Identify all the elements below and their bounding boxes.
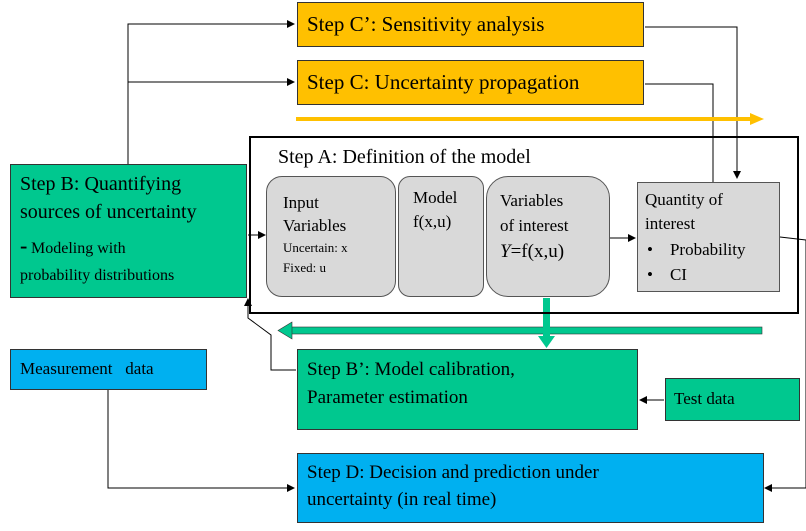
input-uncertain: Uncertain: x bbox=[283, 240, 348, 255]
step-d-line1: Step D: Decision and prediction under bbox=[307, 462, 599, 483]
variables-line2: of interest bbox=[500, 216, 569, 235]
connector-measurement-to-d bbox=[107, 390, 295, 492]
step-b-dash: - bbox=[20, 233, 28, 258]
input-variables-box: Input Variables Uncertain: x Fixed: u bbox=[266, 176, 396, 297]
orange-arrow-head bbox=[750, 113, 764, 125]
step-c-box: Step C: Uncertainty propagation bbox=[297, 60, 644, 105]
green-arrow-body bbox=[289, 326, 763, 335]
step-b-prime-box: Step B’: Model calibration, Parameter es… bbox=[297, 349, 638, 430]
quantity-bullet-1-text: Probability bbox=[669, 240, 746, 259]
step-b-line2: sources of uncertainty bbox=[20, 201, 197, 223]
step-d-box: Step D: Decision and prediction under un… bbox=[297, 453, 764, 523]
test-data-label: Test data bbox=[674, 389, 735, 408]
green-down-head bbox=[538, 336, 555, 348]
variables-formula-rest: =f(x,u) bbox=[510, 241, 565, 262]
input-variables-line2: Variables bbox=[283, 216, 347, 235]
variables-y: Y bbox=[500, 241, 511, 262]
step-b-prime-line2: Parameter estimation bbox=[307, 387, 468, 408]
test-data-box: Test data bbox=[665, 378, 800, 421]
step-c-prime-box: Step C’: Sensitivity analysis bbox=[297, 2, 644, 47]
input-fixed: Fixed: u bbox=[283, 260, 326, 275]
step-b-sub1: Modeling with bbox=[31, 240, 126, 257]
step-c-label: Step C: Uncertainty propagation bbox=[307, 70, 580, 94]
step-b-box: Step B: Quantifying sources of uncertain… bbox=[10, 164, 247, 298]
step-d-line2: uncertainty (in real time) bbox=[307, 489, 497, 510]
variables-line1: Variables bbox=[500, 191, 564, 210]
quantity-bullet-2-text: CI bbox=[669, 265, 687, 284]
step-a-box: Step A: Definition of the model bbox=[249, 136, 799, 314]
step-c-prime-label: Step C’: Sensitivity analysis bbox=[307, 12, 545, 36]
measurement-data-box: Measurement data bbox=[10, 349, 207, 390]
model-box: Model f(x,u) bbox=[398, 176, 484, 297]
quantity-line1: Quantity of bbox=[645, 190, 723, 209]
quantity-bullet-2: • CI bbox=[647, 265, 687, 284]
measurement-data-label: Measurement data bbox=[20, 359, 154, 378]
input-variables-line1: Input bbox=[283, 193, 319, 212]
model-line2: f(x,u) bbox=[413, 212, 452, 231]
step-b-prime-line1: Step B’: Model calibration, bbox=[307, 359, 515, 380]
model-line1: Model bbox=[413, 188, 458, 207]
step-b-line1: Step B: Quantifying bbox=[20, 173, 182, 195]
quantity-bullet-1: • Probability bbox=[647, 240, 746, 259]
green-arrow-head bbox=[277, 321, 293, 340]
step-a-title: Step A: Definition of the model bbox=[278, 146, 531, 168]
variables-formula: Y=f(x,u) bbox=[500, 241, 564, 263]
step-b-sub2: probability distributions bbox=[20, 267, 175, 284]
quantity-of-interest-box: Quantity of interest • Probability • CI bbox=[637, 182, 780, 292]
quantity-line2: interest bbox=[645, 214, 696, 233]
variables-of-interest-box: Variables of interest Y=f(x,u) bbox=[486, 176, 610, 297]
